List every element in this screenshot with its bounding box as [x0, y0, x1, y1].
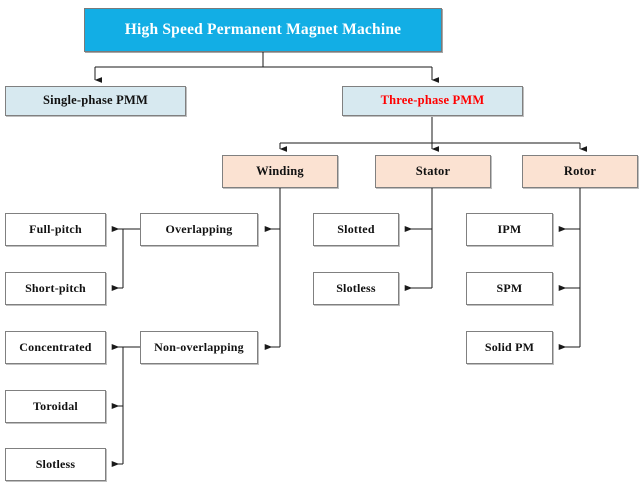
node-concentrated-label: Concentrated	[19, 340, 92, 355]
node-winding-slotless[interactable]: Slotless	[5, 448, 106, 481]
node-stator-slotted-label: Slotted	[337, 222, 375, 237]
node-non-overlapping[interactable]: Non-overlapping	[140, 331, 258, 364]
node-full-pitch-label: Full-pitch	[29, 222, 82, 237]
node-toroidal[interactable]: Toroidal	[5, 390, 106, 423]
node-root[interactable]: High Speed Permanent Magnet Machine	[84, 8, 442, 52]
node-overlapping[interactable]: Overlapping	[140, 213, 258, 246]
node-rotor-label: Rotor	[563, 163, 597, 178]
node-non-overlapping-label: Non-overlapping	[154, 340, 244, 355]
node-short-pitch-label: Short-pitch	[25, 281, 86, 296]
node-overlapping-label: Overlapping	[165, 222, 233, 237]
node-rotor[interactable]: Rotor	[522, 155, 638, 188]
node-stator-slotless[interactable]: Slotless	[313, 272, 399, 305]
node-concentrated[interactable]: Concentrated	[5, 331, 106, 364]
node-rotor-spm-label: SPM	[496, 281, 523, 296]
node-single-phase-pmm-label: Single-phase PMM	[43, 93, 148, 108]
node-winding-slotless-label: Slotless	[35, 457, 76, 472]
node-rotor-solid-pm[interactable]: Solid PM	[466, 331, 553, 364]
node-single-phase-pmm[interactable]: Single-phase PMM	[5, 86, 186, 116]
node-three-phase-pmm-label: Three-phase PMM	[380, 93, 485, 108]
node-stator-slotted[interactable]: Slotted	[313, 213, 399, 246]
node-root-label: High Speed Permanent Magnet Machine	[124, 20, 402, 38]
node-winding-label: Winding	[256, 163, 304, 178]
node-three-phase-pmm[interactable]: Three-phase PMM	[342, 86, 523, 116]
node-rotor-spm[interactable]: SPM	[466, 272, 553, 305]
node-rotor-solid-pm-label: Solid PM	[484, 340, 535, 355]
node-toroidal-label: Toroidal	[33, 399, 78, 414]
node-short-pitch[interactable]: Short-pitch	[5, 272, 106, 305]
node-stator-label: Stator	[415, 163, 451, 178]
node-winding[interactable]: Winding	[222, 155, 338, 188]
node-full-pitch[interactable]: Full-pitch	[5, 213, 106, 246]
node-rotor-ipm[interactable]: IPM	[466, 213, 553, 246]
node-stator[interactable]: Stator	[375, 155, 491, 188]
node-stator-slotless-label: Slotless	[336, 281, 376, 296]
node-rotor-ipm-label: IPM	[497, 222, 522, 237]
